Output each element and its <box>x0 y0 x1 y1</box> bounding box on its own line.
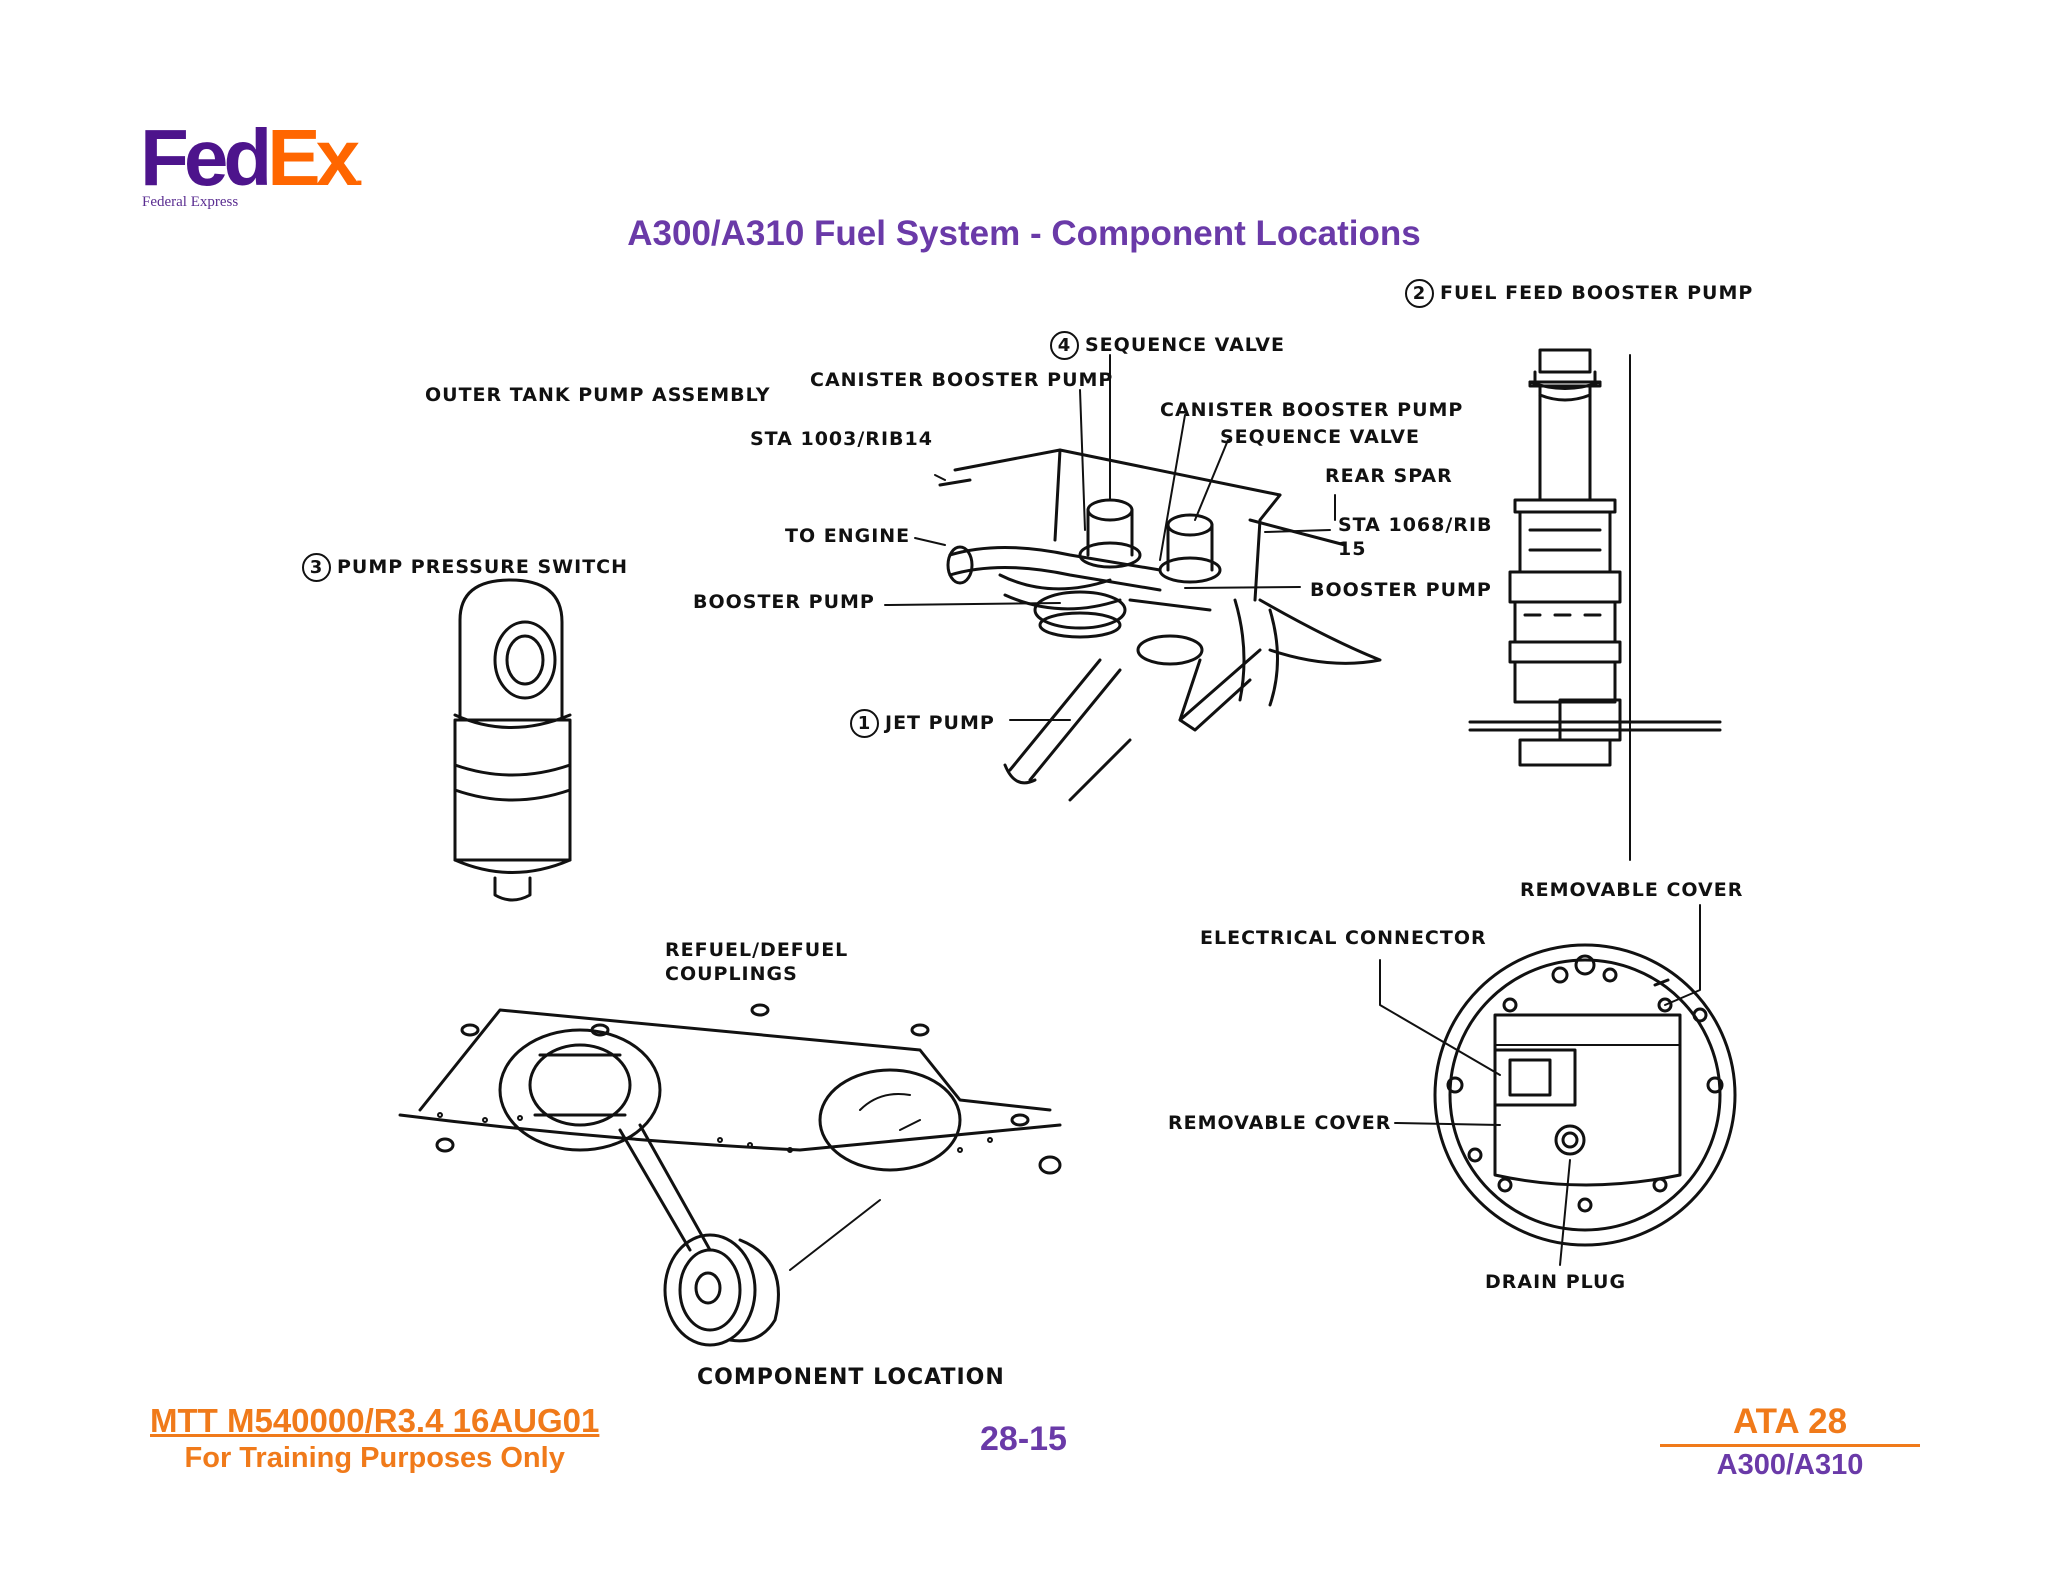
logo-fed: Fed <box>140 113 272 202</box>
label-sta-1068-1: STA 1068/RIB <box>1338 514 1493 536</box>
removable-cover-drawing <box>1433 943 1737 1247</box>
label-booster-pump-right: BOOSTER PUMP <box>1310 579 1492 601</box>
callout-number-2: 2 <box>1405 279 1434 308</box>
footer-right: ATA 28 A300/A310 <box>1660 1402 1920 1482</box>
dots <box>437 1112 993 1153</box>
footer-left: MTT M540000/R3.4 16AUG01 For Training Pu… <box>150 1402 599 1475</box>
callout-number-4: 4 <box>1050 331 1079 360</box>
logo-subtitle: Federal Express <box>142 194 239 210</box>
label-canister-booster-pump-1: CANISTER BOOSTER PUMP <box>810 369 1114 391</box>
fuel-feed-booster-pump-drawing <box>1468 348 1722 861</box>
label-sta-1068-2: 15 <box>1338 538 1367 560</box>
label-canister-sequence-valve: SEQUENCE VALVE <box>1220 426 1420 448</box>
label-refuel-defuel-2: COUPLINGS <box>665 963 798 985</box>
logo-ex: Ex <box>267 113 360 202</box>
callout-number-3: 3 <box>302 553 331 582</box>
pump-pressure-switch-drawing <box>453 578 572 902</box>
label-outer-tank-pump-assembly: OUTER TANK PUMP ASSEMBLY <box>425 384 771 406</box>
label-drain-plug: DRAIN PLUG <box>1485 1271 1627 1293</box>
page-title: A300/A310 Fuel System - Component Locati… <box>627 214 1421 253</box>
page-number: 28-15 <box>980 1420 1067 1458</box>
label-to-engine: TO ENGINE <box>785 525 911 547</box>
aircraft-model: A300/A310 <box>1716 1449 1864 1481</box>
label-electrical-connector: ELECTRICAL CONNECTOR <box>1200 927 1487 949</box>
label-component-location: COMPONENT LOCATION <box>697 1365 1005 1390</box>
label-removable-cover-top: REMOVABLE COVER <box>1520 879 1744 901</box>
label-sta-1003: STA 1003/RIB14 <box>750 428 933 450</box>
refuel-couplings-drawing <box>398 1003 1062 1347</box>
label-refuel-defuel-1: REFUEL/DEFUEL <box>665 939 849 961</box>
outer-tank-pump-assembly-drawing <box>938 448 1382 802</box>
training-notice: For Training Purposes Only <box>184 1442 565 1474</box>
callout-number-1: 1 <box>850 709 879 738</box>
fedex-logo: FedEx. Federal Express <box>140 118 364 211</box>
label-canister-booster-pump-2: CANISTER BOOSTER PUMP <box>1160 399 1464 421</box>
label-booster-pump-left: BOOSTER PUMP <box>693 591 875 613</box>
doc-reference: MTT M540000/R3.4 16AUG01 <box>150 1402 600 1439</box>
label-removable-cover-left: REMOVABLE COVER <box>1168 1112 1392 1134</box>
ata-chapter: ATA 28 <box>1660 1402 1920 1447</box>
leader-lines <box>884 354 1701 1266</box>
label-rear-spar: REAR SPAR <box>1325 465 1453 487</box>
